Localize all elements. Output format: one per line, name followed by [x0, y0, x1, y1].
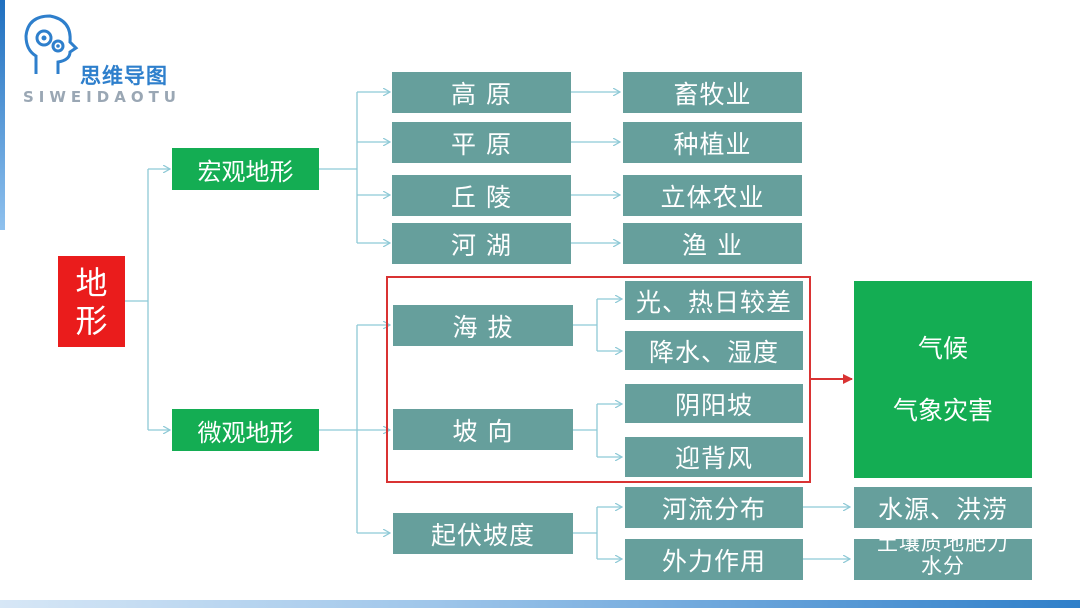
result-node: 水源、洪涝: [854, 487, 1032, 528]
weather-disaster-label: 气象灾害: [892, 395, 993, 425]
effect-node: 降水、湿度: [625, 331, 803, 370]
logo: 思维导图 SIWEIDAOTU: [18, 12, 198, 107]
aspect-node: 坡 向: [393, 409, 573, 450]
effect-node: 阴阳坡: [625, 384, 803, 423]
head-gear-icon: [24, 14, 79, 74]
terrain-type-node: 平 原: [392, 122, 571, 163]
land-use-node: 立体农业: [623, 175, 802, 216]
effect-node: 迎背风: [625, 437, 803, 477]
climate-label: 气候: [917, 333, 968, 363]
altitude-node: 海 拔: [393, 305, 573, 346]
effect-node: 河流分布: [625, 487, 803, 528]
macro-terrain-node: 宏观地形: [172, 148, 319, 190]
root-node: 地 形: [58, 256, 125, 347]
result-node: 土壤质地肥力 水分: [854, 539, 1032, 580]
logo-title: 思维导图: [80, 64, 168, 88]
land-use-node: 种植业: [623, 122, 802, 163]
terrain-type-node: 丘 陵: [392, 175, 571, 216]
effect-node: 外力作用: [625, 539, 803, 580]
left-accent-bar: [0, 0, 5, 230]
land-use-node: 渔 业: [623, 223, 802, 264]
terrain-type-node: 高 原: [392, 72, 571, 113]
highlight-frame: [386, 276, 811, 483]
terrain-type-node: 河 湖: [392, 223, 571, 264]
climate-node: 气候 气象灾害: [854, 281, 1032, 478]
micro-terrain-node: 微观地形: [172, 409, 319, 451]
land-use-node: 畜牧业: [623, 72, 802, 113]
bottom-accent-bar: [0, 600, 1080, 608]
relief-node: 起伏坡度: [393, 513, 573, 554]
effect-node: 光、热日较差: [625, 281, 803, 320]
logo-subtitle: SIWEIDAOTU: [23, 88, 181, 106]
